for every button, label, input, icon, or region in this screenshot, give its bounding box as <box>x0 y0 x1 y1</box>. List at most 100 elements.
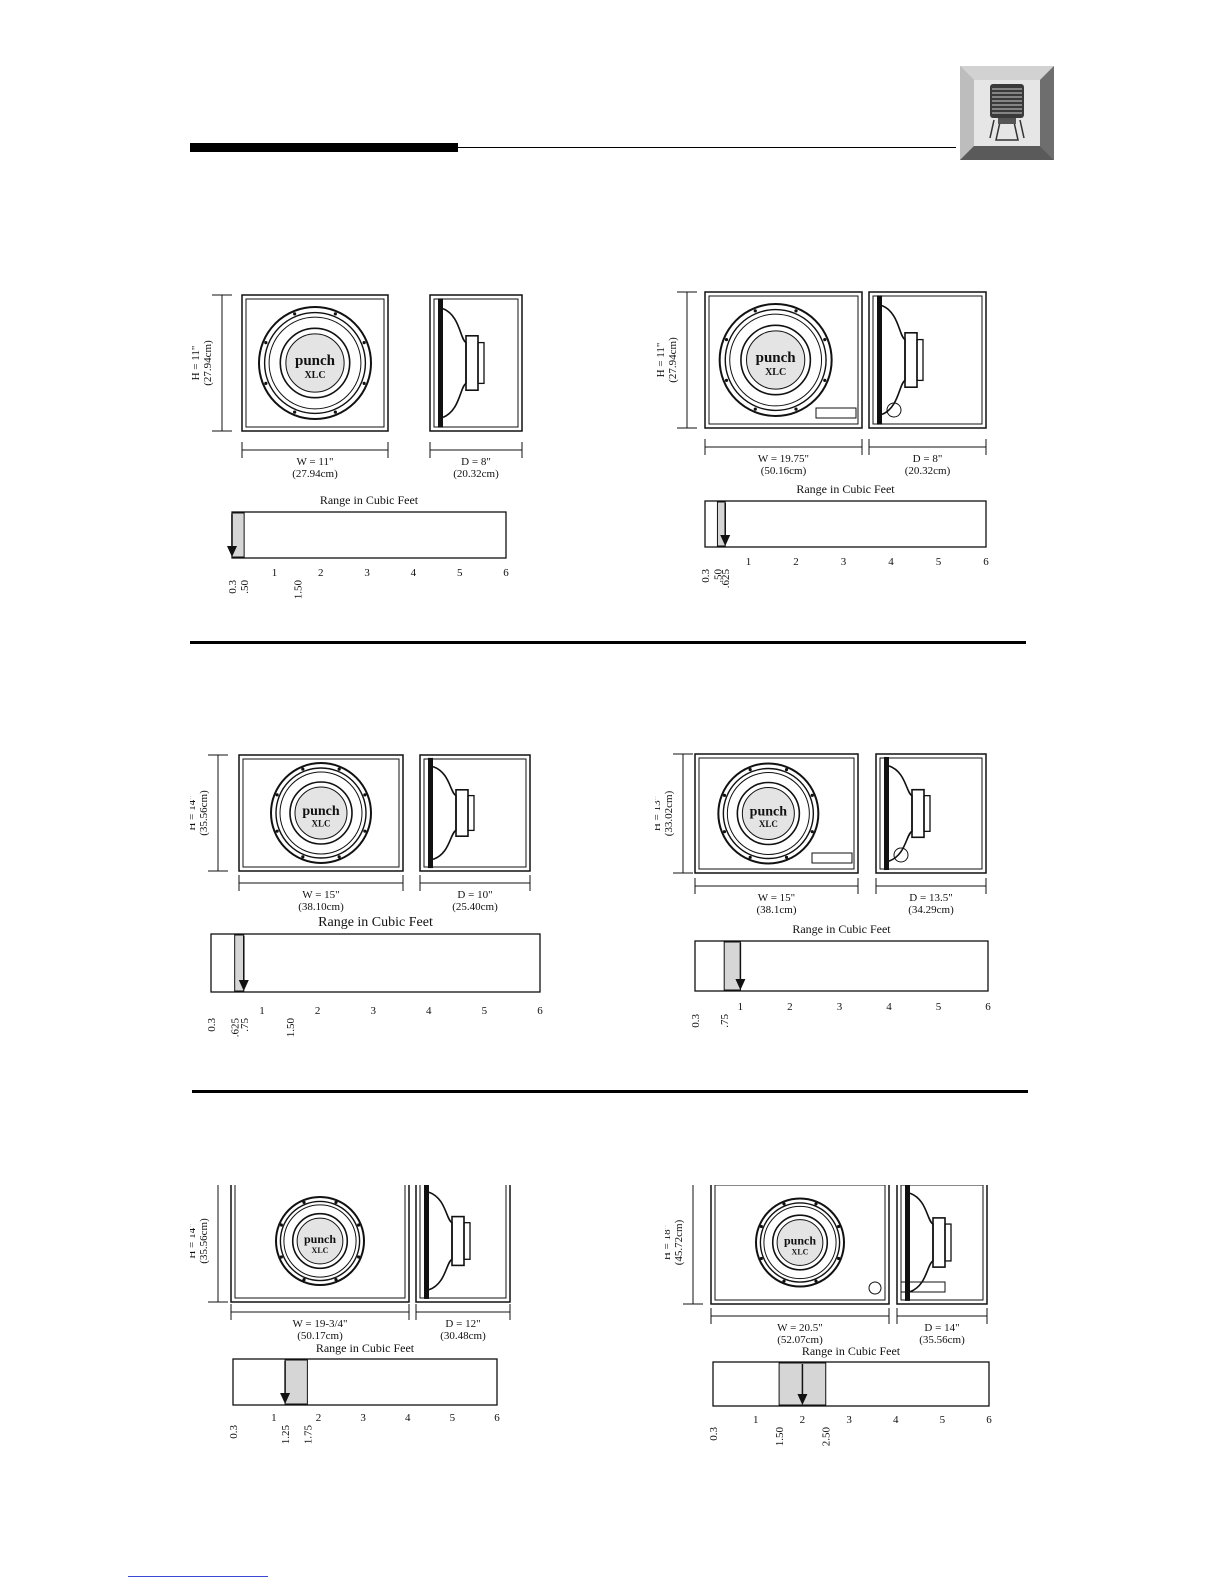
range-arrow-head <box>280 1393 291 1404</box>
tick-label: 4 <box>893 1414 899 1426</box>
side-box-inner <box>419 1183 507 1299</box>
amplifier-thumbnail-icon <box>960 66 1054 160</box>
height-dimension: H = 11"(27.94cm) <box>655 291 697 429</box>
subwoofer-side-6 <box>905 1184 952 1301</box>
header-rule-thin <box>458 147 956 148</box>
tick-label: 3 <box>846 1414 852 1426</box>
mounting-screw <box>722 793 727 797</box>
mounting-screw <box>810 830 814 834</box>
front-box-inner <box>714 1184 886 1301</box>
depth-cm-label: (20.32cm) <box>905 465 951 477</box>
front-box-outer <box>238 754 404 872</box>
subwoofer-surround <box>275 767 367 859</box>
width-dimension: W = 15"(38.1cm) <box>694 878 859 916</box>
depth-cm-label: (34.29cm) <box>908 904 954 916</box>
tick-label: 4 <box>886 1001 892 1013</box>
front-box-outer <box>694 753 859 874</box>
tick-label: 3 <box>360 1412 366 1424</box>
range-title: Range in Cubic Feet <box>792 922 891 936</box>
width-label: W = 19-3/4" <box>292 1318 347 1330</box>
tick-label: 5 <box>940 1414 946 1426</box>
height-label: H = 11" <box>190 346 202 381</box>
depth-dimension: D = 8"(20.32cm) <box>868 439 987 477</box>
mounting-screw <box>837 1256 841 1261</box>
logo-subtext: XLC <box>765 367 786 378</box>
mounting-screw <box>357 1223 361 1227</box>
speaker-basket <box>442 307 467 419</box>
logo-subtext: XLC <box>304 370 325 381</box>
tick-label: 5 <box>457 567 463 579</box>
enclosure-side-view <box>868 291 987 429</box>
tick-label: 1.75 <box>302 1425 314 1445</box>
enclosure-side-view <box>415 1179 511 1303</box>
enclosure-side-view <box>896 1180 988 1305</box>
subwoofer-frame <box>718 303 833 417</box>
side-box-outer <box>896 1180 988 1305</box>
depth-cm-label: (30.48cm) <box>440 1330 486 1342</box>
depth-label: D = 13.5" <box>909 892 952 904</box>
mounting-screw <box>363 793 367 797</box>
front-box-inner <box>698 757 855 870</box>
mounting-screw <box>753 407 757 411</box>
tick-label: 2 <box>800 1414 806 1426</box>
subwoofer-surround <box>759 1202 841 1283</box>
mounting-screw <box>334 1278 338 1282</box>
mounting-screw <box>722 830 727 834</box>
mounting-screw <box>748 855 752 859</box>
height-label: H = 14" <box>190 795 198 830</box>
subwoofer-cone <box>771 1214 829 1271</box>
mounting-screw <box>334 1200 338 1204</box>
front-box-inner <box>242 758 400 868</box>
range-arrow-head <box>720 535 731 546</box>
depth-label: D = 10" <box>457 889 492 901</box>
footer-link-underline[interactable] <box>128 1576 268 1577</box>
speaker-backplate <box>944 1223 952 1262</box>
height-label: H = 11" <box>655 343 667 378</box>
mounting-screw <box>264 381 268 385</box>
range-highlight <box>284 1359 308 1405</box>
subwoofer-surround-inner <box>279 771 363 855</box>
speaker-basket <box>881 304 906 416</box>
height-dimension: H = 14"(35.56cm) <box>186 754 228 872</box>
speaker-magnet <box>911 788 925 839</box>
depth-dimension: D = 8"(20.32cm) <box>429 442 523 480</box>
depth-dimension: D = 12"(30.48cm) <box>415 1304 511 1342</box>
speaker-magnet <box>465 334 479 392</box>
tick-label: 0.3 <box>690 1014 702 1028</box>
side-box-inner <box>423 758 527 868</box>
mounting-screw <box>301 855 305 859</box>
tick-label: 1.50 <box>774 1427 786 1447</box>
tick-label: 4 <box>411 567 417 579</box>
front-box-outer <box>704 291 863 429</box>
side-box-inner <box>433 298 519 428</box>
tick-label: 3 <box>837 1001 843 1013</box>
range-bar-frame <box>712 1361 990 1407</box>
enclosure-side-view <box>429 294 523 432</box>
subwoofer-frame <box>270 762 372 864</box>
speaker-flange <box>438 298 443 428</box>
width-dimension: W = 11"(27.94cm) <box>241 442 389 480</box>
speaker-backplate <box>916 338 924 382</box>
tick-label: 5 <box>450 1412 456 1424</box>
depth-cm-label: (35.56cm) <box>919 1334 965 1346</box>
subwoofer-side-1 <box>438 298 485 428</box>
width-cm-label: (38.10cm) <box>298 901 344 913</box>
speaker-basket <box>432 765 457 861</box>
height-dimension: H = 11"(27.94cm) <box>190 294 232 432</box>
mounting-screw <box>814 1202 818 1206</box>
tick-label: 5 <box>936 556 942 568</box>
mounting-screw <box>337 767 341 771</box>
mounting-screw <box>823 378 827 382</box>
subwoofer-side-4 <box>884 756 931 871</box>
